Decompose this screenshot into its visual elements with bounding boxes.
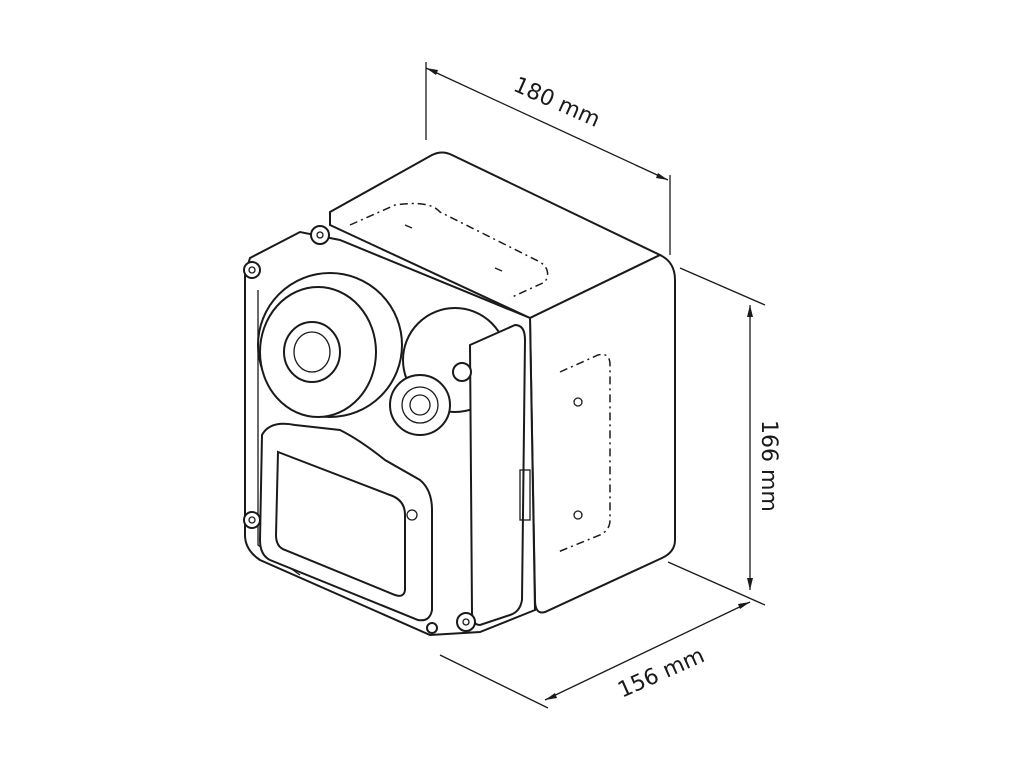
- width-label: 180 mm: [510, 73, 604, 133]
- housing-side-face: [528, 253, 676, 614]
- screw-icons: [243, 225, 476, 634]
- height-label: 166 mm: [756, 420, 781, 512]
- depth-label: 156 mm: [614, 643, 708, 703]
- dimension-height: 166 mm: [667, 267, 781, 606]
- print-arm: [468, 323, 527, 627]
- printer-drawing: [243, 151, 676, 637]
- ribbon-roll-small: [389, 374, 451, 436]
- label-window: [274, 450, 406, 597]
- side-plate-outline: [557, 353, 611, 553]
